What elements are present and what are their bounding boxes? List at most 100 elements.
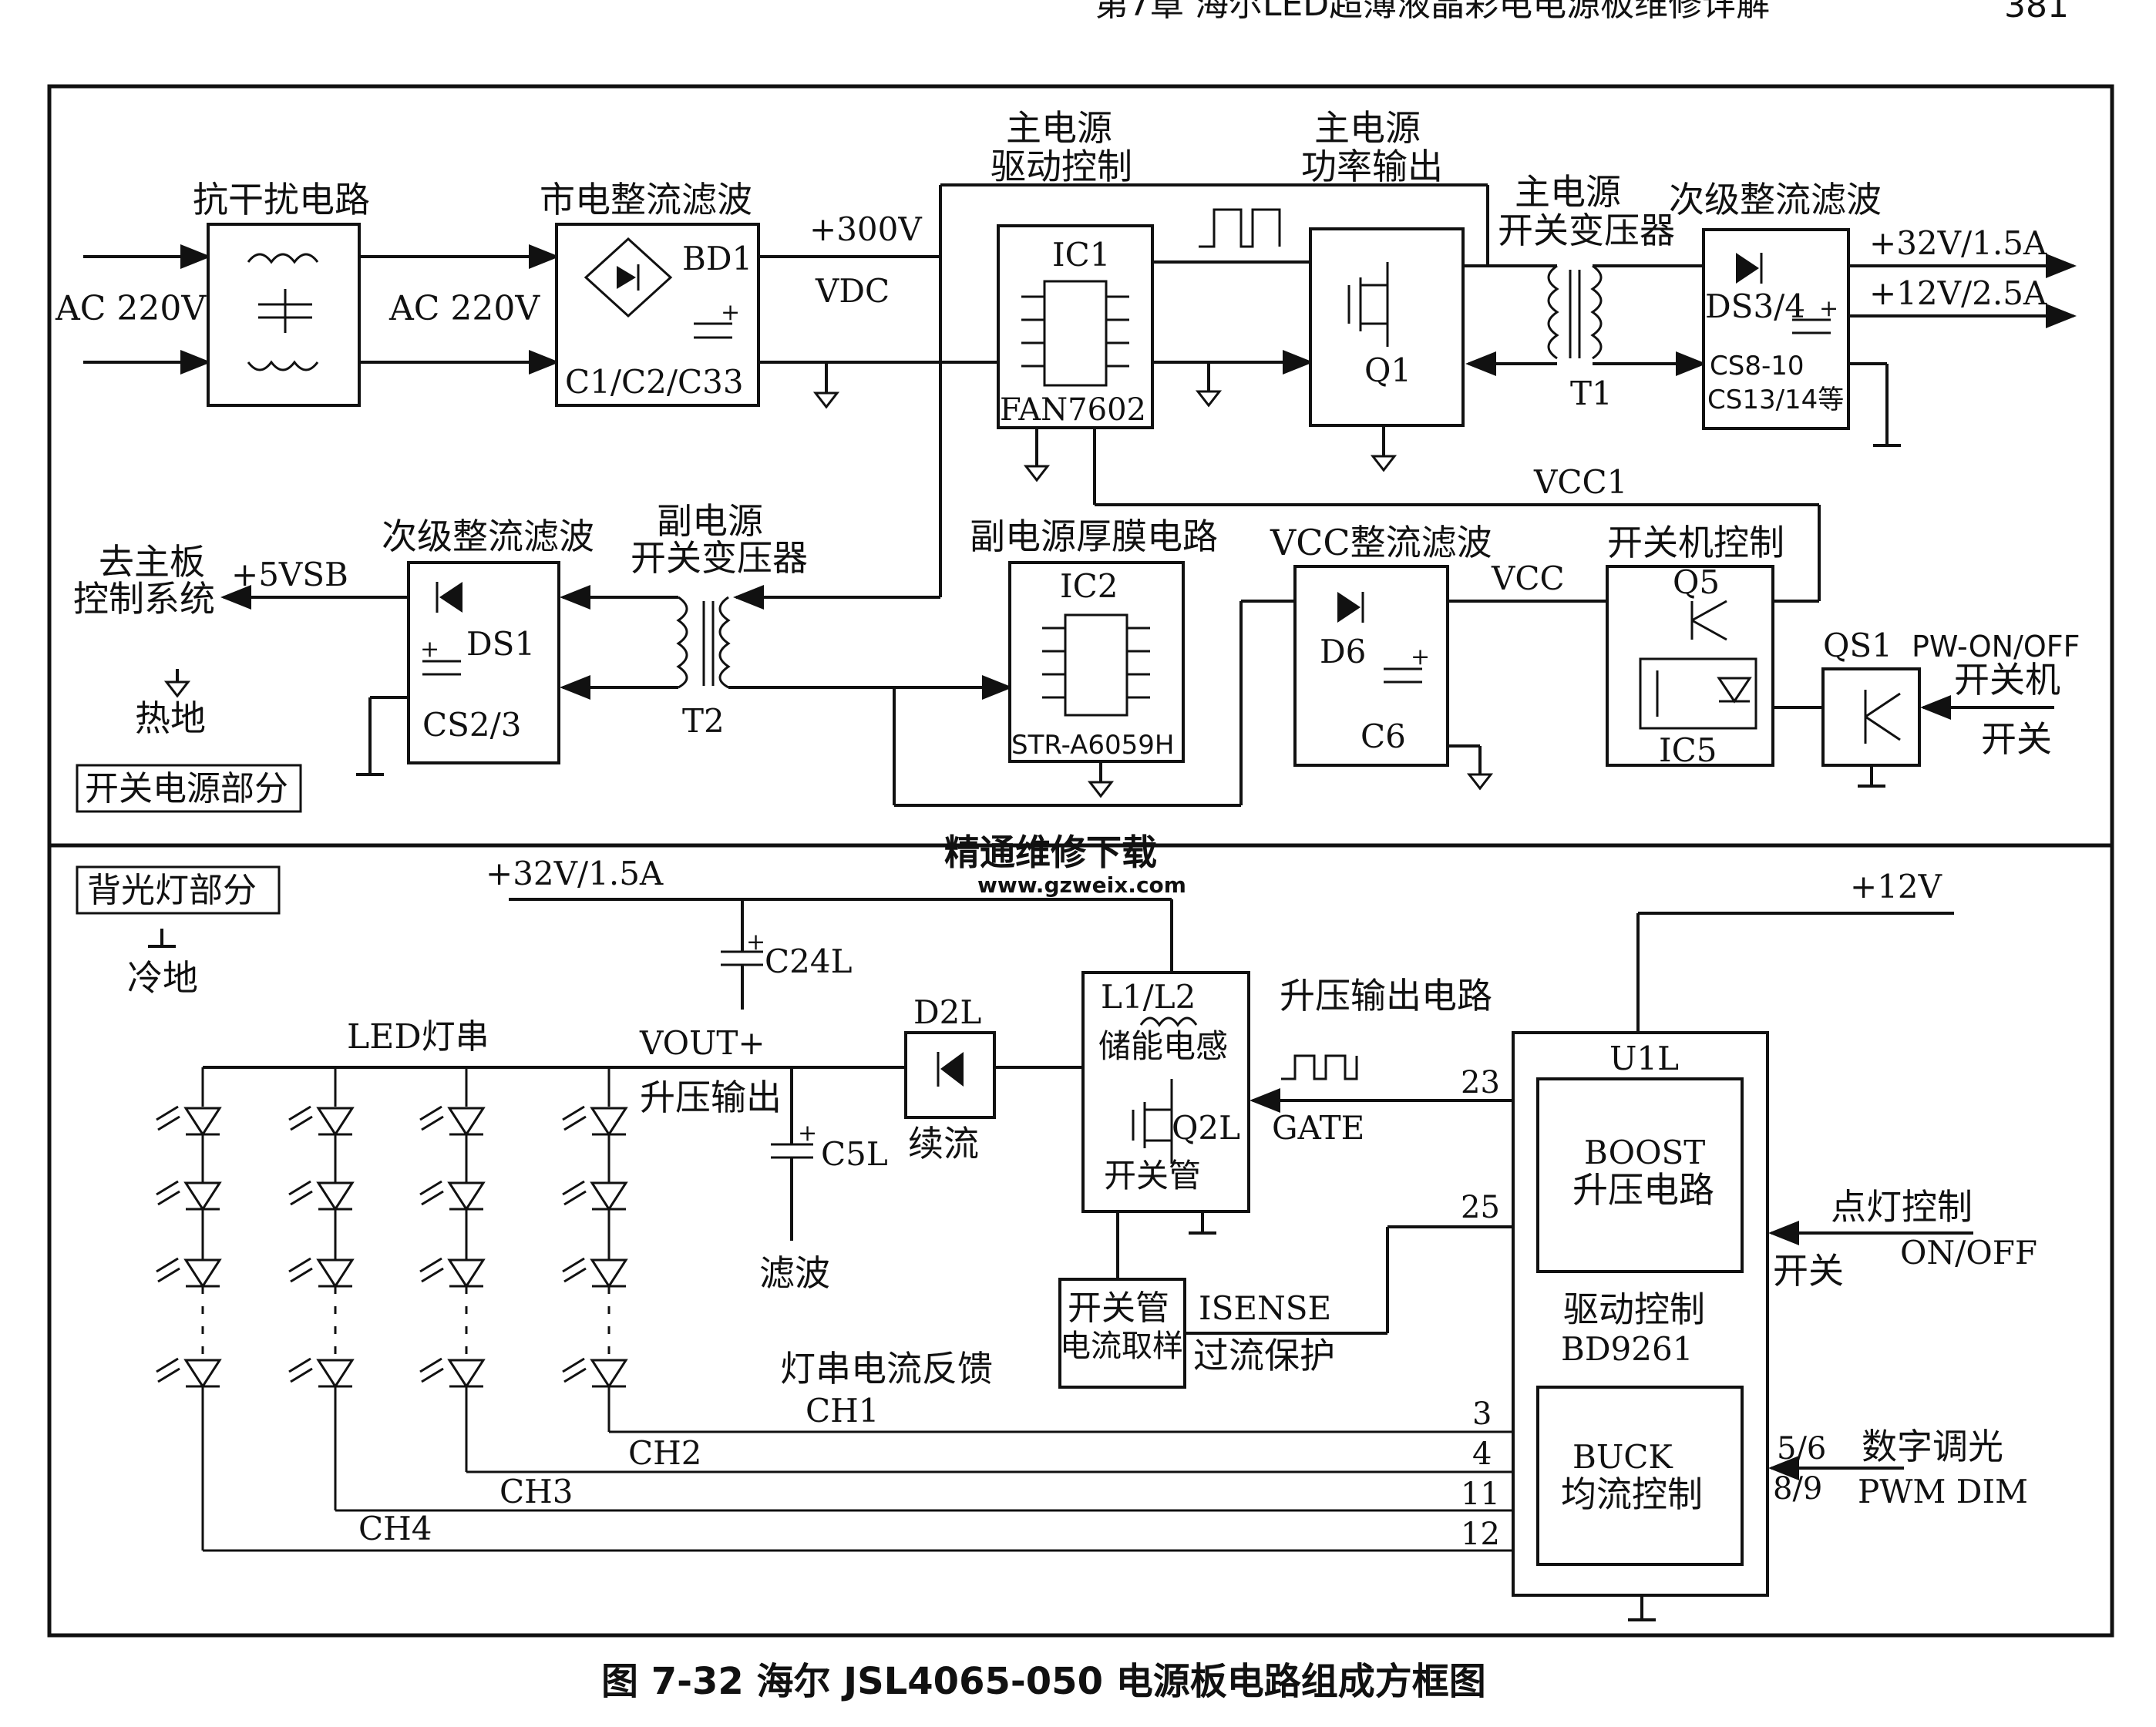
d6-label: D6 <box>1320 633 1366 670</box>
led-light-arrow-icon <box>421 1267 444 1283</box>
inductor-icon <box>1139 1016 1198 1027</box>
vcc-rect-title: VCC整流滤波 <box>1270 522 1492 563</box>
sec-cap-plus: + <box>1819 295 1838 322</box>
d2l-label: D2L <box>913 993 981 1031</box>
main-xfmr-title-2: 开关变压器 <box>1498 210 1675 251</box>
main-drive-title-1: 主电源 <box>1006 107 1112 149</box>
pin4-label: 4 <box>1472 1436 1492 1472</box>
bridge-rectifier-icon <box>584 237 673 318</box>
led-strings-group <box>156 1067 1538 1552</box>
gate-pulse-icon <box>1281 1054 1358 1080</box>
onoff-ctrl-title: 开关机控制 <box>1607 522 1784 563</box>
watermark-line-2: www.gzweix.com <box>977 872 1186 898</box>
led-diode-icon <box>316 1258 355 1289</box>
pin25-label: 25 <box>1461 1190 1500 1225</box>
q1-label: Q1 <box>1364 351 1411 389</box>
standby-rect-title: 次级整流滤波 <box>382 516 594 557</box>
pin56-label: 5/6 <box>1777 1431 1826 1467</box>
main-xfmr-title-1: 主电源 <box>1515 171 1621 213</box>
cold-ground-label: 冷地 <box>127 957 198 999</box>
pin12-label: 12 <box>1461 1517 1500 1552</box>
sense-box-label-2: 电流取样 <box>1060 1329 1183 1364</box>
pin89-label: 8/9 <box>1773 1471 1822 1507</box>
mains-rectifier-box <box>555 223 760 407</box>
gate-label: GATE <box>1272 1109 1364 1147</box>
onoff-ctrl-box <box>1606 565 1774 767</box>
led-light-arrow-icon <box>421 1367 444 1383</box>
ic5-led-icon <box>1717 677 1752 704</box>
watermark-line-1: 精通维修下载 <box>944 832 1157 873</box>
l1l2-label: L1/L2 <box>1101 978 1196 1016</box>
filter-label: 滤波 <box>759 1252 830 1294</box>
led-light-arrow-icon <box>563 1190 587 1206</box>
buck-block-title: BUCK <box>1572 1438 1673 1476</box>
sub-xfmr-title-1: 副电源 <box>657 500 763 542</box>
backlight-section-label-box <box>76 865 281 915</box>
page-header: 第7章 海尔LED超薄液晶彩电电源板维修详解 <box>1095 0 1770 24</box>
led-light-arrow-icon <box>288 1105 311 1121</box>
switch-tube-label: 开关管 <box>1104 1157 1201 1194</box>
led-light-arrow-icon <box>562 1180 585 1196</box>
ic2-box <box>1008 561 1185 763</box>
driver-label-2: BD9261 <box>1561 1330 1693 1368</box>
ds1-label: DS1 <box>466 625 535 663</box>
digital-dim-label: 数字调光 <box>1862 1426 2003 1467</box>
led-light-arrow-icon <box>290 1367 313 1383</box>
q5-label: Q5 <box>1673 563 1720 601</box>
q2l-label: Q2L <box>1172 1109 1240 1147</box>
backlight-section-label: 背光灯部分 <box>87 871 257 910</box>
ground-4-icon <box>1370 455 1398 472</box>
emi-filter-title: 抗干扰电路 <box>193 179 370 220</box>
led-diode-icon <box>183 1258 222 1289</box>
vcc1-label: VCC1 <box>1533 463 1627 501</box>
switching-section-label: 开关电源部分 <box>85 769 288 808</box>
led-light-arrow-icon <box>290 1115 313 1131</box>
sense-box-label-1: 开关管 <box>1068 1289 1169 1328</box>
led-light-arrow-icon <box>156 1105 179 1121</box>
led-diode-icon <box>590 1359 628 1389</box>
ac-input-left-label: AC 220V <box>55 289 207 328</box>
outer-frame <box>47 84 2114 1638</box>
ic2-chip-icon <box>1064 613 1128 717</box>
ground-5-icon <box>1087 781 1115 798</box>
ground-3-icon <box>1195 390 1223 408</box>
ch3-label: CH3 <box>499 1473 573 1510</box>
pwm-dim-label: PWM DIM <box>1858 1473 2028 1510</box>
bulk-cap-plus: + <box>721 299 740 326</box>
led-diode-icon <box>590 1107 628 1137</box>
qs1-transistor-emitter <box>1865 692 1901 718</box>
qs1-transistor-collector <box>1865 715 1901 741</box>
ic1-box <box>997 224 1154 429</box>
qs1-label: QS1 <box>1823 627 1892 664</box>
q5-transistor-emitter <box>1691 600 1727 622</box>
ic1-chip-icon <box>1043 280 1108 387</box>
led-light-arrow-icon <box>288 1180 311 1196</box>
bd1-label: BD1 <box>682 240 752 277</box>
qs1-box <box>1821 667 1921 767</box>
q5-transistor-collector <box>1691 619 1727 641</box>
c5l-plus: + <box>798 1120 817 1147</box>
out12-label: +12V/2.5A <box>1869 274 2047 312</box>
ic1-label: IC1 <box>1052 236 1110 274</box>
cs1314-label: CS13/14等 <box>1707 385 1844 415</box>
to-main-label-2: 控制系统 <box>73 578 215 620</box>
led-light-arrow-icon <box>563 1267 587 1283</box>
light-ctrl-label: 点灯控制 <box>1831 1186 1973 1228</box>
feedback-label: 灯串电流反馈 <box>780 1348 993 1389</box>
c24l-plus: + <box>746 929 765 956</box>
5vsb-label: +5VSB <box>231 556 348 593</box>
led-light-arrow-icon <box>563 1115 587 1131</box>
t2-secondary-coil <box>676 596 688 689</box>
led-diode-icon <box>316 1107 355 1137</box>
figure-caption: 图 7-32 海尔 JSL4065-050 电源板电路组成方框图 <box>601 1660 1486 1703</box>
ds34-diode-icon <box>1736 253 1759 284</box>
led-light-arrow-icon <box>157 1190 180 1206</box>
pin23-label: 23 <box>1461 1065 1500 1100</box>
c6-cap-plus: + <box>1411 643 1430 670</box>
led-light-arrow-icon <box>156 1180 179 1196</box>
sub-xfmr-title-2: 开关变压器 <box>631 537 808 579</box>
ch1-label: CH1 <box>806 1392 879 1430</box>
led-diode-icon <box>447 1359 486 1389</box>
ground-1-icon <box>812 391 840 409</box>
ds1-diode-icon <box>439 582 462 613</box>
